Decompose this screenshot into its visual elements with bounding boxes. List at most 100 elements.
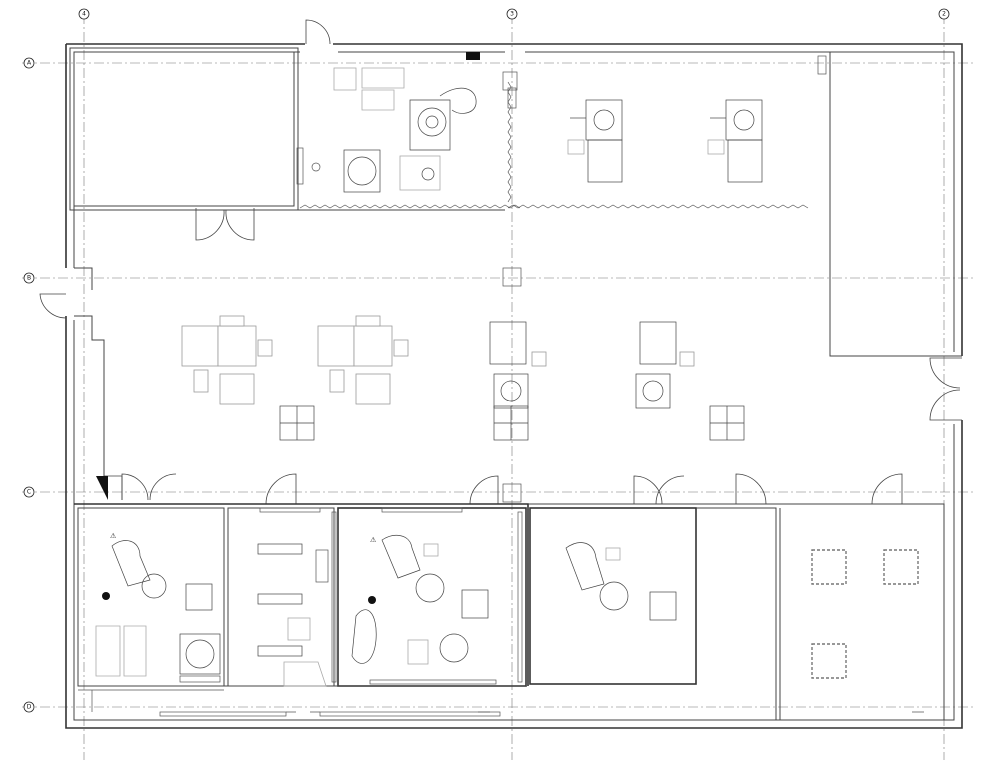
lab-room-2 <box>227 507 335 687</box>
treatment-gantry <box>417 107 447 137</box>
grid-bubble-col-4: 4 <box>78 8 90 20</box>
right-wing-wall <box>829 52 962 357</box>
zigzag-screen-top-middle <box>299 204 521 209</box>
warning-icon: ⚠ <box>370 536 377 544</box>
scanner-ring <box>347 156 377 186</box>
grid-bubbles: 4 3 2 A B C D <box>23 8 950 713</box>
lab-2-sink <box>287 617 311 641</box>
bottom-lab-equipment <box>95 476 919 687</box>
bench-2-cabinet <box>355 373 391 405</box>
treatment-core <box>425 115 439 129</box>
lab-3-chair <box>423 543 439 557</box>
unit-d-body <box>635 373 671 409</box>
door-lab-6 <box>871 473 903 505</box>
bench-2c <box>355 315 381 327</box>
zigzag-screen-vertical <box>507 81 512 203</box>
lab-2-rack-3 <box>257 645 303 657</box>
floor-plate-1 <box>279 405 315 441</box>
unit-a-head <box>585 99 623 141</box>
lab-2-counter <box>283 661 327 687</box>
wall-cabinet <box>817 55 827 75</box>
lab-room-5 <box>696 507 781 720</box>
bottom-rooms <box>74 503 945 720</box>
control-chair <box>421 167 435 181</box>
top-right-equipment <box>567 99 763 183</box>
bottom-right-top-wall <box>528 503 945 720</box>
lab-3-shield-top <box>381 507 463 513</box>
door-frame-lab-1 <box>104 475 123 500</box>
unit-d-chair <box>679 351 695 367</box>
column-b3 <box>502 267 522 287</box>
bench-1-cabinet <box>219 373 255 405</box>
unit-a-body <box>587 139 623 183</box>
door-lab-1 <box>121 473 149 501</box>
unit-a-chair <box>567 139 585 155</box>
wall-outlet <box>311 162 321 172</box>
unit-b-ring <box>733 109 755 131</box>
grid-bubble-col-3: 3 <box>506 8 518 20</box>
door-lab-5 <box>735 473 767 505</box>
lab-3-gantry <box>415 573 445 603</box>
bench-2b <box>353 325 393 367</box>
grid-label-col-2: 2 <box>942 11 946 18</box>
lab-1-shield <box>179 675 221 683</box>
unit-d-head <box>639 321 677 365</box>
top-left-room <box>69 47 505 211</box>
rounded-workbench <box>361 67 405 111</box>
unit-b-body <box>727 139 763 183</box>
lab-4-gantry <box>599 581 629 611</box>
lab-6-base-3 <box>811 643 847 679</box>
grid-label-row-b: B <box>27 275 31 282</box>
warning-symbols: ⚠ ⚠ <box>110 532 377 544</box>
top-middle-equipment <box>296 52 480 193</box>
lab-3-oval-table <box>351 609 377 664</box>
outer-wall <box>65 43 963 729</box>
lab-3-shield-right <box>517 511 523 683</box>
grid-bubble-row-a: A <box>23 57 35 69</box>
grid-bubble-row-b: B <box>23 272 35 284</box>
lab-1-scanner-ring <box>185 639 215 669</box>
warning-icon: ⚠ <box>110 532 117 540</box>
lab-1-floor-point <box>102 592 110 600</box>
lab-2-cabinet <box>315 549 329 583</box>
door-lab-1b <box>149 473 177 501</box>
storage-room-outer <box>69 47 299 211</box>
floor-plate-2 <box>493 405 529 441</box>
lab-3-shield-left <box>331 511 337 683</box>
bench-2a <box>317 325 355 367</box>
door-storage-double <box>195 208 255 241</box>
bench-2-cart <box>329 369 345 393</box>
unit-b-head <box>725 99 763 141</box>
grid-label-row-a: A <box>27 60 32 67</box>
grid-bubble-row-d: D <box>23 701 35 713</box>
door-top-entrance <box>305 19 331 45</box>
grid-label-col-3: 3 <box>510 11 514 18</box>
lab-room-4 <box>529 507 697 685</box>
column-c3 <box>502 483 522 503</box>
lab-4-console <box>649 591 677 621</box>
bench-1-cart <box>193 369 209 393</box>
lab-3-floor-point <box>368 596 376 604</box>
zigzag-screen-top-right <box>507 204 809 209</box>
treatment-unit <box>409 99 451 151</box>
corner-fill-marker <box>466 52 480 60</box>
floor-plate-3 <box>709 405 745 441</box>
left-wall-jog <box>74 267 105 480</box>
lab-2-rack-1 <box>257 543 303 555</box>
lead-shield-panel <box>296 147 304 185</box>
middle-hall-equipment <box>181 315 745 441</box>
bottom-window-2 <box>319 711 501 717</box>
lab-2-shield-top <box>259 507 321 513</box>
lab-2-rack-2 <box>257 593 303 605</box>
door-lab-4b <box>655 475 685 505</box>
grid-bubble-row-c: C <box>23 486 35 498</box>
unit-c-chair <box>531 351 547 367</box>
grid-bubble-col-2: 2 <box>938 8 950 20</box>
lab-3-couch <box>381 534 421 579</box>
lab-6-base-1 <box>811 549 847 585</box>
scanner-base <box>343 149 381 193</box>
storage-room <box>73 51 295 207</box>
lab-3-shield-bottom <box>369 679 497 685</box>
corner-fill-marker-lab <box>96 476 108 500</box>
